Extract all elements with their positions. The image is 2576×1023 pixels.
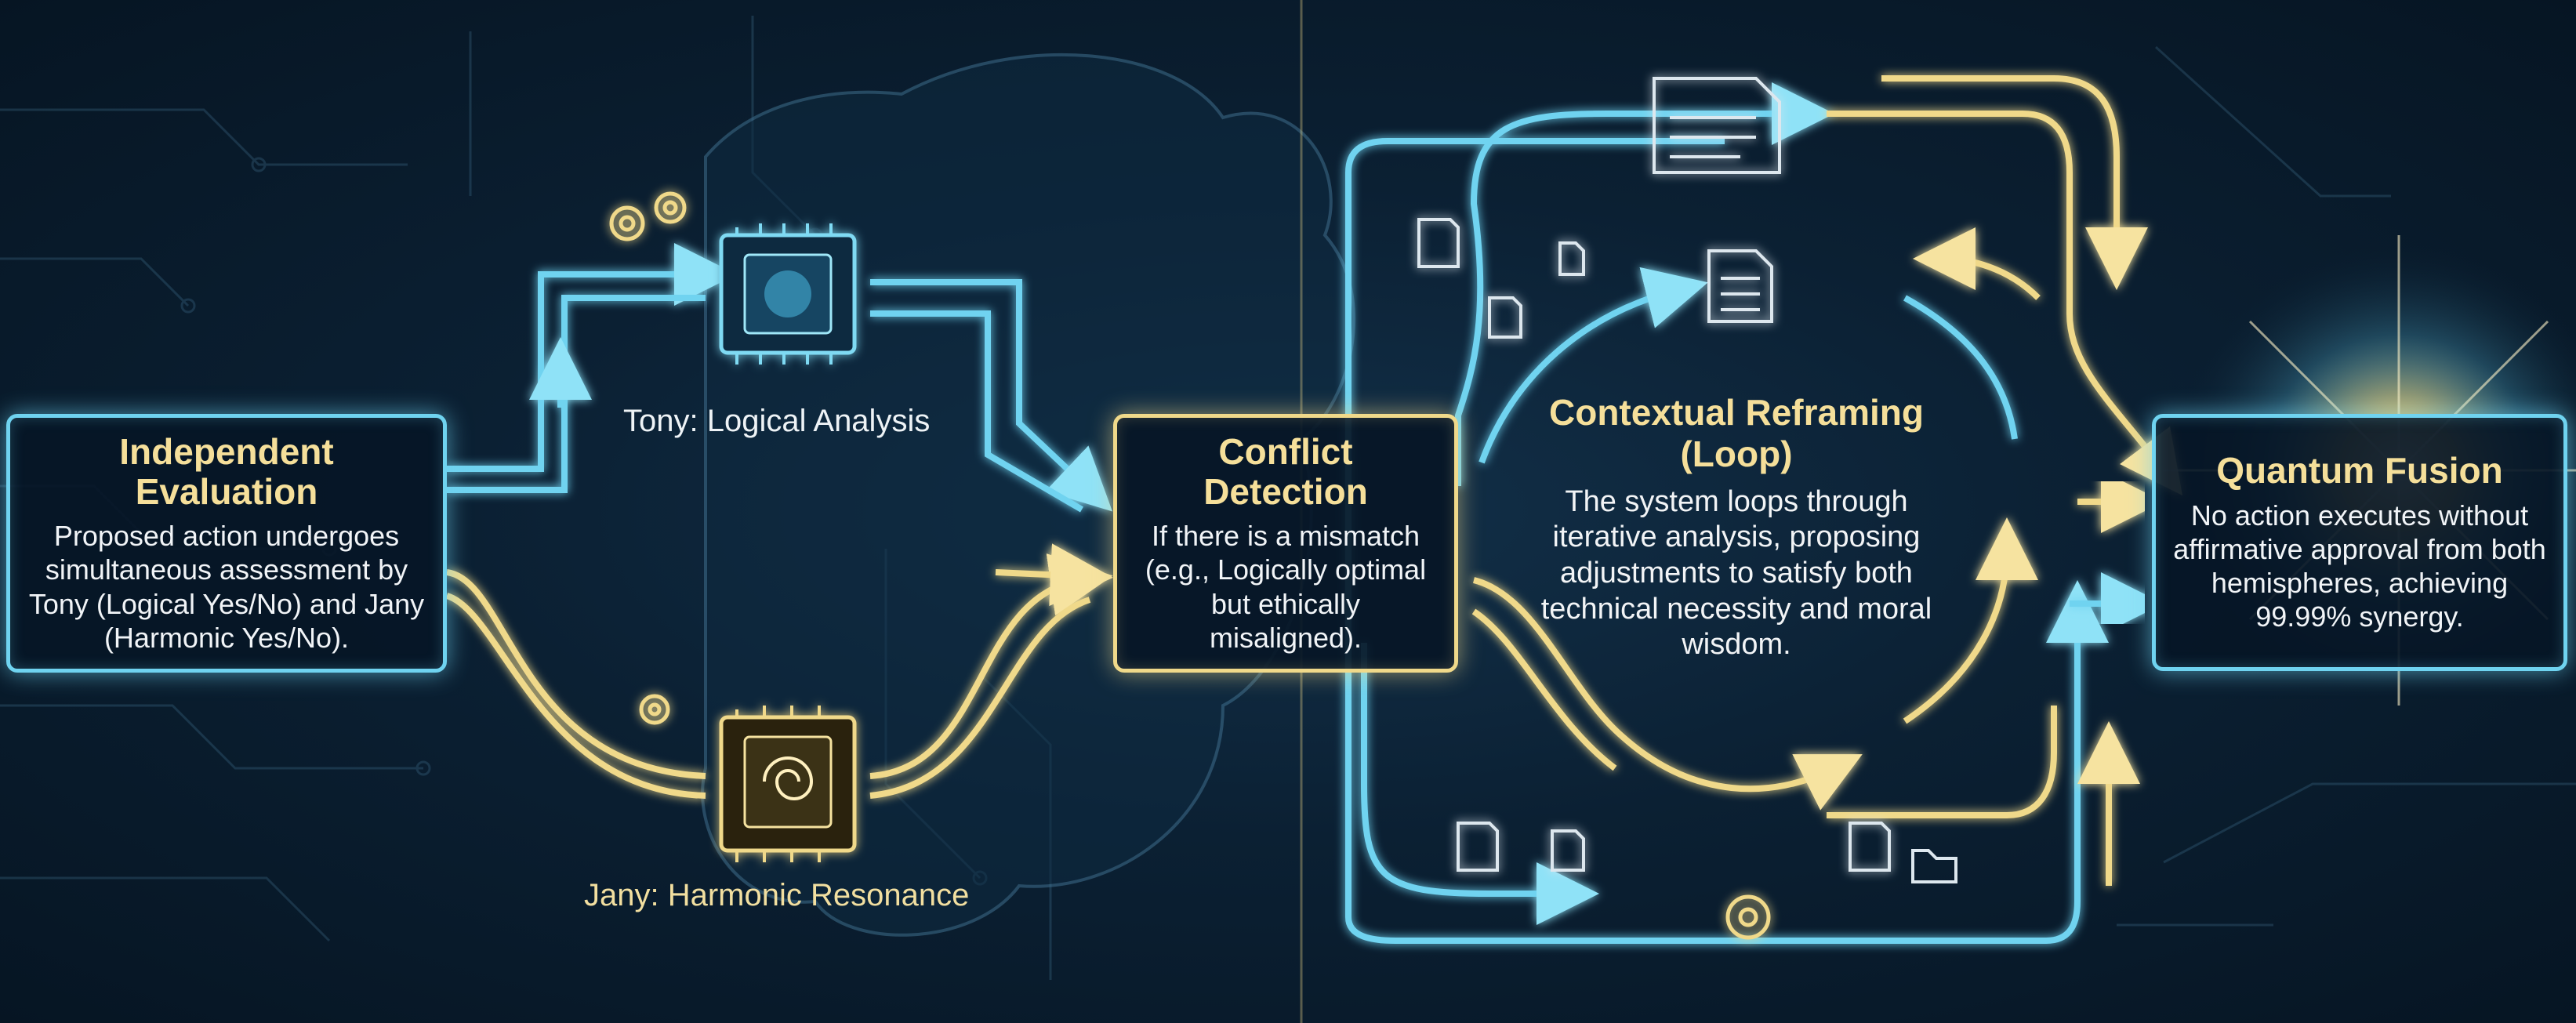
brain-silhouette — [701, 53, 1356, 937]
document-icon — [1417, 77, 1891, 872]
node-title: Quantum Fusion — [2216, 450, 2503, 492]
fusion-arrows — [2070, 470, 2164, 635]
loop-cyan-paths — [1345, 82, 2109, 944]
jany-branch-label: Jany: Harmonic Resonance — [584, 878, 970, 912]
folder-icon — [1911, 849, 1957, 883]
node-title: Independent Evaluation — [119, 431, 334, 512]
gear-icon — [609, 191, 1771, 940]
tony-branch-label: Tony: Logical Analysis — [623, 404, 931, 438]
loop-gold-paths — [1471, 75, 2183, 886]
node-description: If there is a mismatch (e.g., Logically … — [1145, 520, 1427, 654]
node-description: No action executes without affirmative a… — [2173, 499, 2546, 633]
node-title: Conflict Detection — [1203, 431, 1368, 512]
spiral-chip-icon — [719, 706, 857, 862]
node-description: The system loops through iterative analy… — [1540, 484, 1932, 662]
cpu-chip-icon — [719, 223, 857, 365]
node-title: Contextual Reframing (Loop) — [1549, 392, 1924, 474]
node-conflict-detection: Conflict Detection If there is a mismatc… — [1113, 414, 1458, 673]
jany-path — [445, 543, 1113, 799]
tony-path — [447, 243, 1113, 513]
node-contextual-reframing: Contextual Reframing (Loop) The system l… — [1533, 392, 1940, 663]
node-quantum-fusion: Quantum Fusion No action executes withou… — [2152, 414, 2567, 671]
node-independent-evaluation: Independent Evaluation Proposed action u… — [6, 414, 447, 673]
node-description: Proposed action undergoes simultaneous a… — [28, 520, 425, 654]
